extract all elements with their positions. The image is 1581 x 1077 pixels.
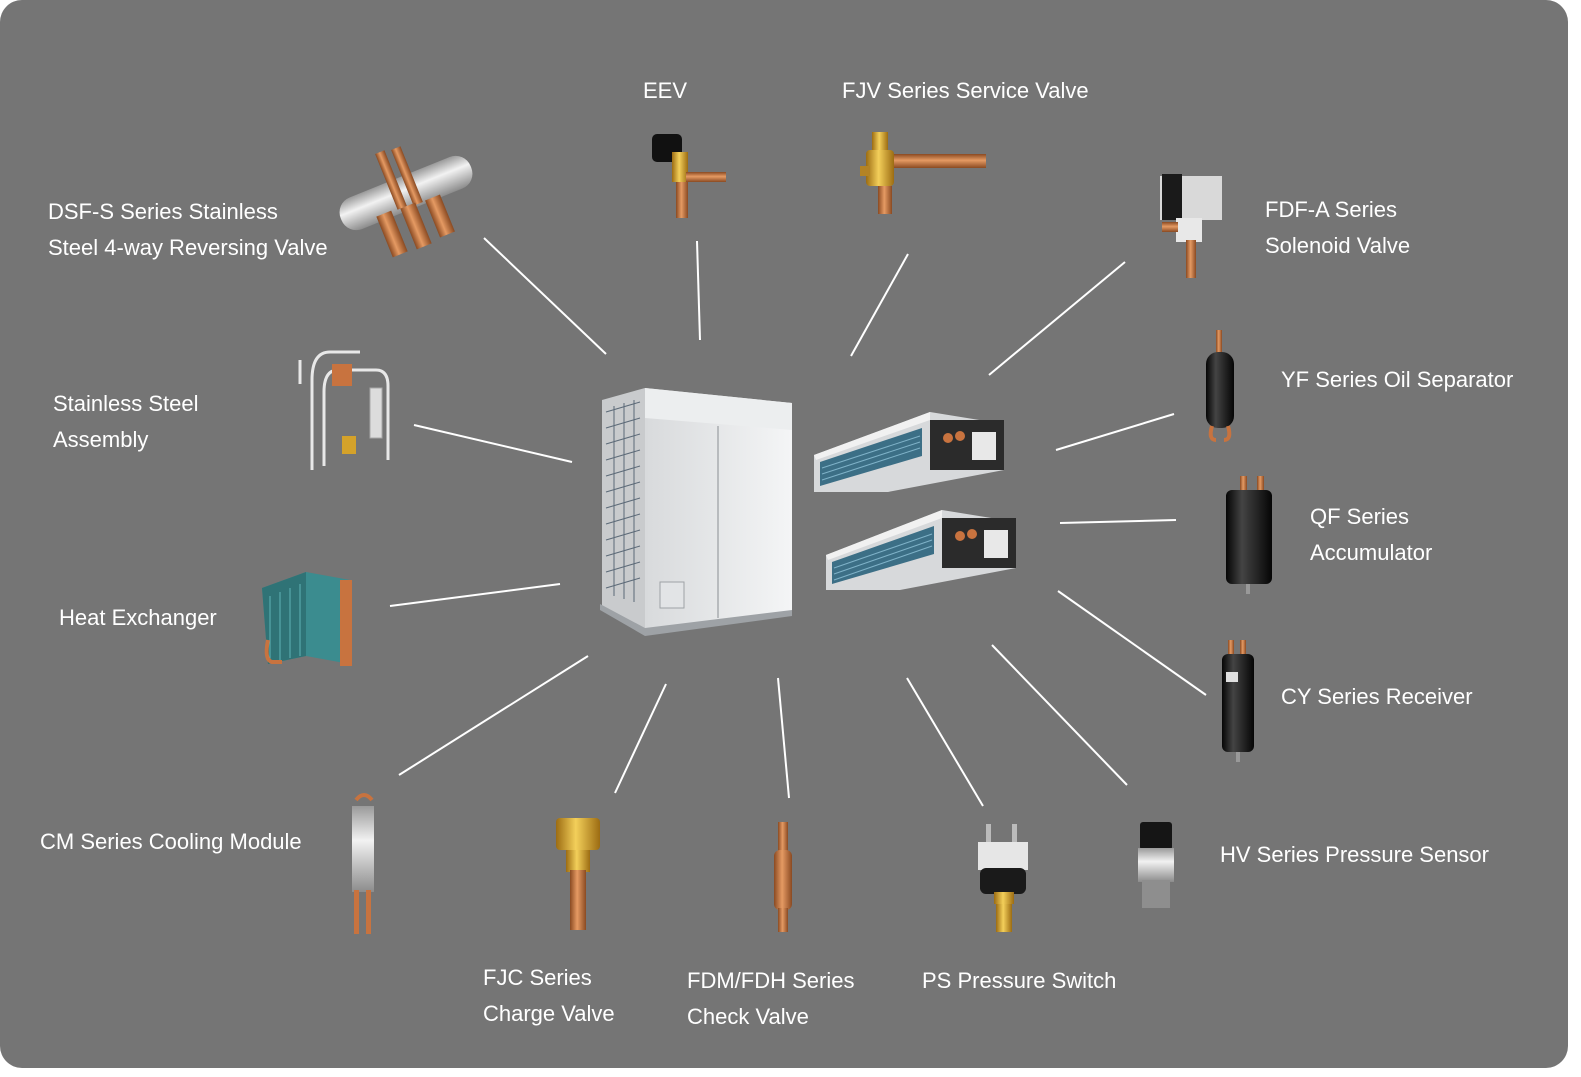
connector-dsf (483, 237, 607, 355)
connector-lines (389, 237, 1207, 807)
label-fjc: FJC Series Charge Valve (483, 960, 615, 1032)
label-fjv: FJV Series Service Valve (842, 73, 1089, 109)
label-ps: PS Pressure Switch (922, 963, 1116, 999)
label-line: DSF-S Series Stainless (48, 199, 278, 224)
indoor-unit-upper-image (814, 412, 1004, 492)
label-yf: YF Series Oil Separator (1281, 362, 1513, 398)
stainless-assembly-image (298, 350, 390, 470)
connector-fjc (614, 683, 667, 794)
label-line: Steel 4-way Reversing Valve (48, 235, 328, 260)
label-cm: CM Series Cooling Module (40, 824, 302, 860)
label-line: FDM/FDH Series (687, 968, 855, 993)
connector-yf (1055, 413, 1175, 451)
connector-fdm (777, 677, 790, 799)
cooling-module-image (352, 793, 374, 934)
connector-eev (696, 240, 701, 341)
label-line: Stainless Steel (53, 391, 199, 416)
pressure-sensor-image (1138, 822, 1174, 908)
connector-ssa (413, 424, 573, 463)
accumulator-image (1226, 476, 1272, 594)
label-line: Accumulator (1310, 540, 1433, 565)
label-line: EEV (643, 78, 688, 103)
connector-hx (389, 583, 561, 607)
eev-image (652, 134, 726, 218)
connector-ps (906, 677, 984, 807)
service-valve-image (860, 132, 986, 214)
label-line: Heat Exchanger (59, 605, 217, 630)
connector-cy (1057, 590, 1207, 696)
connector-hv (991, 644, 1128, 786)
connector-cm (398, 655, 589, 776)
label-fdm: FDM/FDH Series Check Valve (687, 963, 854, 1035)
label-hx: Heat Exchanger (59, 600, 217, 636)
label-line: CM Series Cooling Module (40, 829, 302, 854)
connector-fdf (988, 261, 1126, 376)
label-line: HV Series Pressure Sensor (1220, 842, 1489, 867)
label-line: PS Pressure Switch (922, 968, 1117, 993)
label-qf: QF Series Accumulator (1310, 499, 1432, 571)
label-line: FJV Series Service Valve (842, 78, 1089, 103)
label-ssa: Stainless Steel Assembly (53, 386, 199, 458)
oil-separator-image (1206, 330, 1234, 442)
label-line: Check Valve (687, 1004, 809, 1029)
label-line: Solenoid Valve (1265, 233, 1411, 258)
receiver-image (1222, 640, 1254, 762)
connector-fjv (850, 253, 909, 357)
label-cy: CY Series Receiver (1281, 679, 1473, 715)
four-way-valve-image (339, 146, 473, 258)
connector-qf (1059, 519, 1177, 524)
label-line: QF Series (1310, 504, 1410, 529)
label-fdf: FDF-A Series Solenoid Valve (1265, 192, 1410, 264)
label-line: FDF-A Series (1265, 197, 1398, 222)
heat-exchanger-image (262, 572, 352, 666)
pressure-switch-image (978, 824, 1028, 932)
label-line: FJC Series (483, 965, 592, 990)
label-dsf: DSF-S Series Stainless Steel 4-way Rever… (48, 194, 328, 266)
charge-valve-image (556, 818, 600, 930)
label-hv: HV Series Pressure Sensor (1220, 837, 1489, 873)
label-line: YF Series Oil Separator (1281, 367, 1514, 392)
outdoor-unit-image (600, 388, 792, 636)
label-line: Charge Valve (483, 1001, 615, 1026)
check-valve-image (774, 822, 792, 932)
indoor-unit-lower-image (826, 510, 1016, 590)
label-line: Assembly (53, 427, 149, 452)
label-line: CY Series Receiver (1281, 684, 1473, 709)
solenoid-valve-image (1160, 174, 1222, 278)
label-eev: EEV (643, 73, 687, 109)
